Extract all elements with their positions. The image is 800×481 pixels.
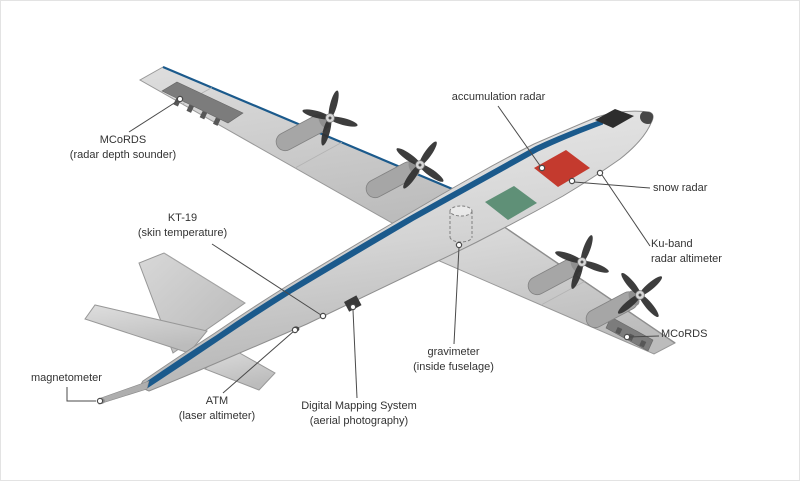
- label-kt19: KT-19 (skin temperature): [105, 211, 260, 241]
- leader-accumulation-radar: [497, 105, 542, 168]
- propeller-icon: [302, 90, 358, 146]
- label-mcords-right: MCoRDS: [661, 327, 761, 342]
- mcords-antenna-left-wing: [161, 81, 244, 126]
- label-dms-subtitle: (aerial photography): [309, 414, 409, 427]
- leader-mcords-left: [128, 99, 180, 133]
- label-gravimeter-subtitle: (inside fuselage): [413, 360, 494, 373]
- leader-gravimeter: [453, 246, 460, 345]
- propeller-icon: [555, 235, 609, 289]
- leader-magnetometer: [66, 387, 96, 402]
- label-kt19-title: KT-19: [167, 212, 198, 224]
- label-gravimeter-title: gravimeter: [427, 346, 480, 358]
- label-atm-subtitle: (laser altimeter): [178, 409, 256, 422]
- snow-radar-patch: [534, 150, 590, 187]
- label-kt19-subtitle: (skin temperature): [137, 226, 228, 239]
- label-atm: ATM (laser altimeter): [147, 394, 287, 424]
- leader-ku-band: [601, 174, 651, 247]
- label-gravimeter: gravimeter (inside fuselage): [381, 345, 526, 375]
- label-dms: Digital Mapping System (aerial photograp…: [273, 399, 445, 429]
- fuselage: [141, 109, 654, 392]
- label-ku-band-title: Ku-band: [651, 238, 693, 250]
- label-mcords-left-subtitle: (radar depth sounder): [69, 148, 177, 161]
- label-snow-radar: snow radar: [653, 181, 773, 196]
- propeller-icon: [617, 272, 663, 318]
- leader-atm: [222, 330, 295, 394]
- label-snow-radar-title: snow radar: [653, 182, 708, 194]
- label-mcords-left-title: MCoRDS: [99, 134, 147, 146]
- label-magnetometer-title: magnetometer: [31, 372, 102, 384]
- leader-dms: [352, 309, 358, 399]
- label-mcords-right-title: MCoRDS: [661, 328, 708, 340]
- gravimeter-outline: [449, 205, 473, 243]
- label-accumulation-radar: accumulation radar: [411, 90, 586, 105]
- label-ku-band-subtitle: radar altimeter: [651, 252, 722, 265]
- label-atm-title: ATM: [205, 395, 229, 407]
- nose-radome: [640, 111, 654, 124]
- propeller-icon: [396, 141, 444, 189]
- dms-camera: [344, 295, 362, 312]
- label-dms-title: Digital Mapping System: [301, 400, 417, 412]
- leader-kt19: [211, 243, 322, 316]
- label-mcords-left: MCoRDS (radar depth sounder): [39, 133, 207, 163]
- leader-dots: [96, 95, 631, 405]
- cockpit-windows: [595, 109, 634, 128]
- leader-snow-radar: [573, 181, 651, 189]
- leader-lines: [66, 99, 660, 402]
- mcords-antenna-right-wing: [605, 316, 654, 352]
- leader-mcords-right: [628, 335, 660, 338]
- label-ku-band: Ku-band radar altimeter: [651, 237, 781, 267]
- instrument-patch-green: [485, 186, 537, 220]
- label-magnetometer: magnetometer: [31, 371, 141, 386]
- label-accumulation-radar-title: accumulation radar: [451, 91, 546, 103]
